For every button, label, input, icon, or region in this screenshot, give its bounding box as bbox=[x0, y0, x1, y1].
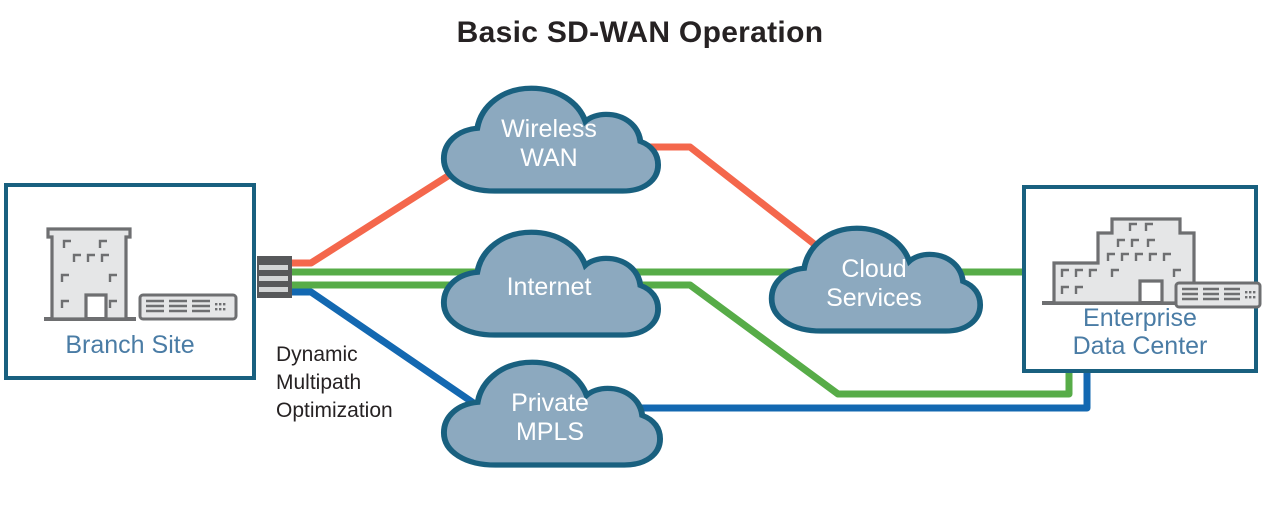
router-icon bbox=[138, 293, 238, 321]
private-mpls-cloud: Private MPLS bbox=[436, 350, 664, 472]
cloud-services-cloud: Cloud Services bbox=[764, 216, 984, 338]
wireless-wan-cloud: Wireless WAN bbox=[436, 76, 662, 198]
cloud-icon bbox=[440, 359, 664, 468]
enterprise-dc-icons bbox=[1042, 217, 1262, 309]
cloud-icon bbox=[768, 225, 984, 334]
internet-label: Internet bbox=[506, 273, 592, 301]
cloud-icon bbox=[440, 85, 662, 194]
branch-site-box: Branch Site bbox=[4, 183, 256, 380]
dynamic-multipath-optimization-annotation: Dynamic Multipath Optimization bbox=[276, 343, 393, 422]
diagram-title: Basic SD-WAN Operation bbox=[456, 16, 824, 49]
building-icon bbox=[1042, 217, 1196, 305]
enterprise-data-center-label: Enterprise Data Center bbox=[1072, 303, 1208, 361]
branch-site-label: Branch Site bbox=[65, 331, 195, 360]
building-icon bbox=[44, 227, 136, 321]
router-icon bbox=[1174, 281, 1262, 309]
enterprise-data-center-box: Enterprise Data Center bbox=[1022, 185, 1262, 373]
cloud-icon bbox=[440, 229, 662, 338]
wan-port-bundle-icon bbox=[257, 256, 292, 298]
internet-cloud: Internet bbox=[436, 220, 662, 342]
branch-site-icons bbox=[44, 227, 238, 321]
cloud-services-label: Cloud Services bbox=[826, 254, 922, 312]
private-mpls-label: Private MPLS bbox=[511, 388, 589, 446]
wireless-wan-label: Wireless WAN bbox=[501, 114, 597, 172]
